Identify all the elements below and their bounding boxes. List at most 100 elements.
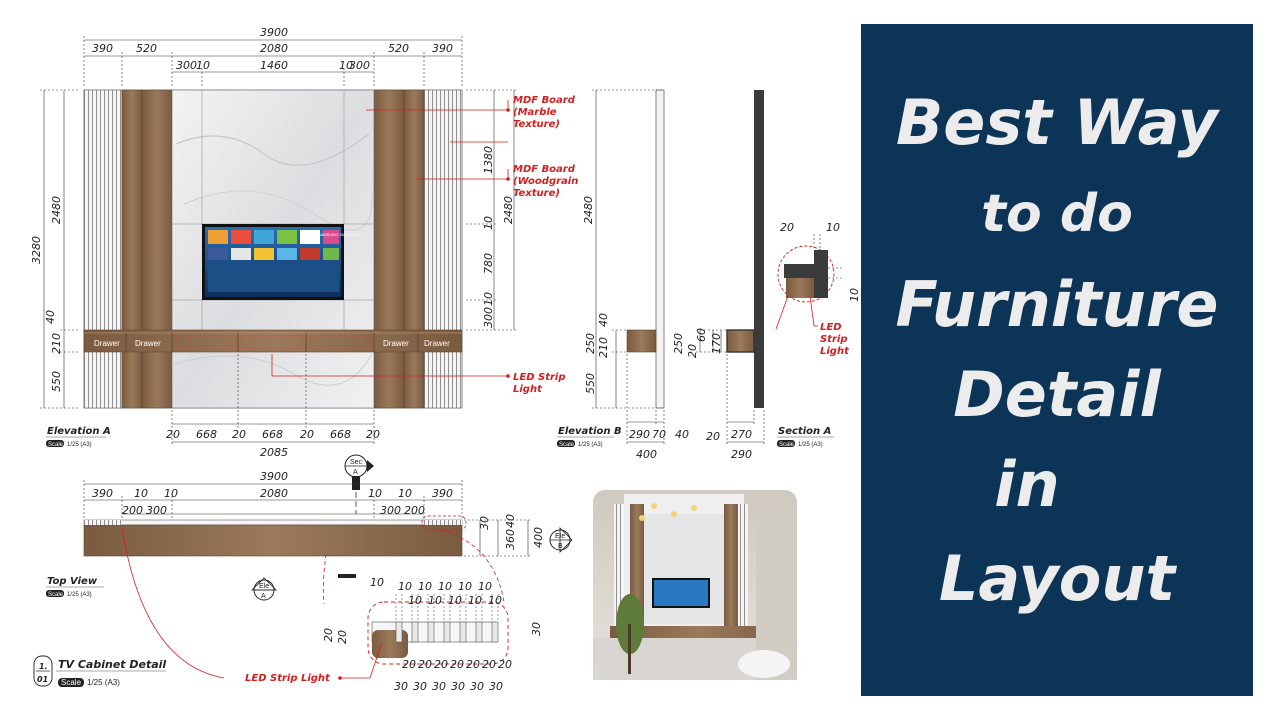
top-view bbox=[83, 480, 532, 557]
dim-sa-20: 20 bbox=[686, 344, 699, 358]
elevation-a-scale-tag: Scale bbox=[48, 442, 64, 448]
dim-ea-300-right: 300 bbox=[349, 59, 370, 72]
elevation-a-right-dimensions bbox=[466, 89, 518, 331]
detail-20-label: 20 bbox=[402, 658, 416, 671]
section-a-scale: 1/25 (A3) bbox=[798, 442, 823, 448]
detail-ten-label: 10 bbox=[448, 594, 462, 607]
dim-sa-c10: 10 bbox=[826, 221, 840, 234]
detail-ten-label: 10 bbox=[418, 580, 432, 593]
detail-ten-label: 10 bbox=[478, 580, 492, 593]
detail-dim-lines bbox=[395, 594, 499, 620]
dim-tv-300b: 300 bbox=[380, 504, 401, 517]
render-photo bbox=[593, 490, 797, 680]
section-led-2: Strip bbox=[820, 334, 848, 345]
top-view-label: Top View bbox=[47, 576, 98, 587]
section-marker-bottom: A bbox=[353, 469, 358, 476]
dim-ea-b-20d: 20 bbox=[366, 428, 380, 441]
title-line-6: Layout bbox=[938, 542, 1176, 615]
dim-ea-780: 780 bbox=[482, 253, 495, 274]
section-a bbox=[696, 90, 842, 446]
ele-b-marker bbox=[549, 527, 573, 553]
dim-tv-2080: 2080 bbox=[260, 487, 288, 500]
dim-ea-10-left: 10 bbox=[196, 59, 210, 72]
dim-tv-10c: 10 bbox=[368, 487, 382, 500]
dim-ea-b-668a: 668 bbox=[196, 428, 217, 441]
title-block-title: TV Cabinet Detail bbox=[58, 658, 166, 671]
title-line-1: Best Way bbox=[896, 86, 1218, 159]
detail-slat-fins bbox=[395, 621, 499, 643]
detail-ten-label: 10 bbox=[428, 594, 442, 607]
dim-ea-1380: 1380 bbox=[482, 146, 495, 174]
callout-wood-2: (Woodgrain bbox=[513, 176, 578, 187]
section-a-label: Section A bbox=[778, 426, 831, 437]
title-block-num-bottom: 01 bbox=[37, 675, 48, 684]
drawer-unit bbox=[83, 329, 463, 353]
section-marker-top: Sec bbox=[350, 459, 363, 466]
dim-ea-3280: 3280 bbox=[30, 236, 43, 264]
dim-ea-b-668c: 668 bbox=[330, 428, 351, 441]
title-line-5: in bbox=[994, 448, 1060, 521]
dim-sa-c20: 20 bbox=[780, 221, 794, 234]
title-line-3: Furniture bbox=[895, 268, 1219, 341]
dim-ea-10a: 10 bbox=[482, 216, 495, 230]
dim-eb-290: 290 bbox=[629, 428, 650, 441]
dim-ea-b-2085: 2085 bbox=[260, 446, 288, 459]
dim-tv-10d: 10 bbox=[398, 487, 412, 500]
section-a-scale-tag: Scale bbox=[779, 442, 795, 448]
dim-sa-c10b: 10 bbox=[848, 288, 860, 302]
detail-slat-fin bbox=[443, 621, 451, 643]
callout-led-1: LED Strip bbox=[513, 372, 566, 383]
detail-slat-fin bbox=[427, 621, 435, 643]
dim-tv-total: 3900 bbox=[260, 470, 288, 483]
top-view-scale-tag: Scale bbox=[48, 592, 64, 598]
dim-tv-200a: 200 bbox=[122, 504, 143, 517]
ele-a-bottom: A bbox=[261, 593, 266, 600]
elevation-a-left-dimensions bbox=[40, 89, 80, 409]
detail-20-label: 20 bbox=[482, 658, 496, 671]
dim-ea-b-20c: 20 bbox=[300, 428, 314, 441]
ele-a-marker bbox=[251, 577, 277, 601]
drawer-label-3: Drawer bbox=[383, 339, 409, 348]
slat-panel-right bbox=[423, 89, 463, 409]
title-block-scale: 1/25 (A3) bbox=[87, 678, 120, 687]
elevation-b-scale-tag: Scale bbox=[559, 442, 575, 448]
callout-marble-1: MDF Board bbox=[513, 95, 576, 106]
detail-slat-fin bbox=[395, 621, 403, 643]
dim-tv-10b: 10 bbox=[164, 487, 178, 500]
dim-tv-390a: 390 bbox=[92, 487, 113, 500]
elevation-a: SAMSUNG SMART TV Drawer Drawer Drawer Dr… bbox=[83, 89, 463, 409]
drawing-sheet: SAMSUNG SMART TV Drawer Drawer Drawer Dr… bbox=[24, 24, 860, 696]
dim-ea-520-right: 520 bbox=[388, 42, 409, 55]
detail-20-label: 20 bbox=[466, 658, 480, 671]
slat-detail bbox=[322, 529, 509, 665]
elevation-a-label: Elevation A bbox=[47, 426, 111, 437]
drawer-label-4: Drawer bbox=[424, 339, 450, 348]
wood-panel-left-b bbox=[141, 89, 173, 409]
dim-sa-290: 290 bbox=[731, 448, 752, 461]
wood-panel-left-a bbox=[121, 89, 143, 409]
dim-ea-210: 210 bbox=[50, 333, 63, 354]
detail-ten-label: 10 bbox=[438, 580, 452, 593]
dim-tv-10a: 10 bbox=[134, 487, 148, 500]
dim-ea-390-right: 390 bbox=[432, 42, 453, 55]
slat-panel-left bbox=[83, 89, 123, 409]
title-block-num-top: 1. bbox=[39, 662, 48, 671]
dim-ea-1460: 1460 bbox=[260, 59, 288, 72]
title-block-scale-tag: Scale bbox=[61, 678, 82, 687]
detail-20-label: 20 bbox=[498, 658, 512, 671]
section-led-1: LED bbox=[820, 322, 842, 333]
dim-ea-10-right: 10 bbox=[339, 59, 353, 72]
dim-ea-2480-right: 2480 bbox=[502, 196, 515, 224]
section-marker bbox=[338, 454, 374, 578]
dim-sa-170: 170 bbox=[710, 333, 723, 354]
dim-eb-2480: 2480 bbox=[582, 196, 595, 224]
detail-ten-label: 10 bbox=[468, 594, 482, 607]
dim-ea-10b: 10 bbox=[482, 292, 495, 306]
dim-tv-30: 30 bbox=[478, 516, 491, 530]
callout-led-2: Light bbox=[513, 384, 543, 395]
dim-eb-40b: 40 bbox=[675, 428, 689, 441]
detail-led-label: LED Strip Light bbox=[245, 673, 331, 684]
dim-tv-400: 400 bbox=[532, 527, 545, 548]
